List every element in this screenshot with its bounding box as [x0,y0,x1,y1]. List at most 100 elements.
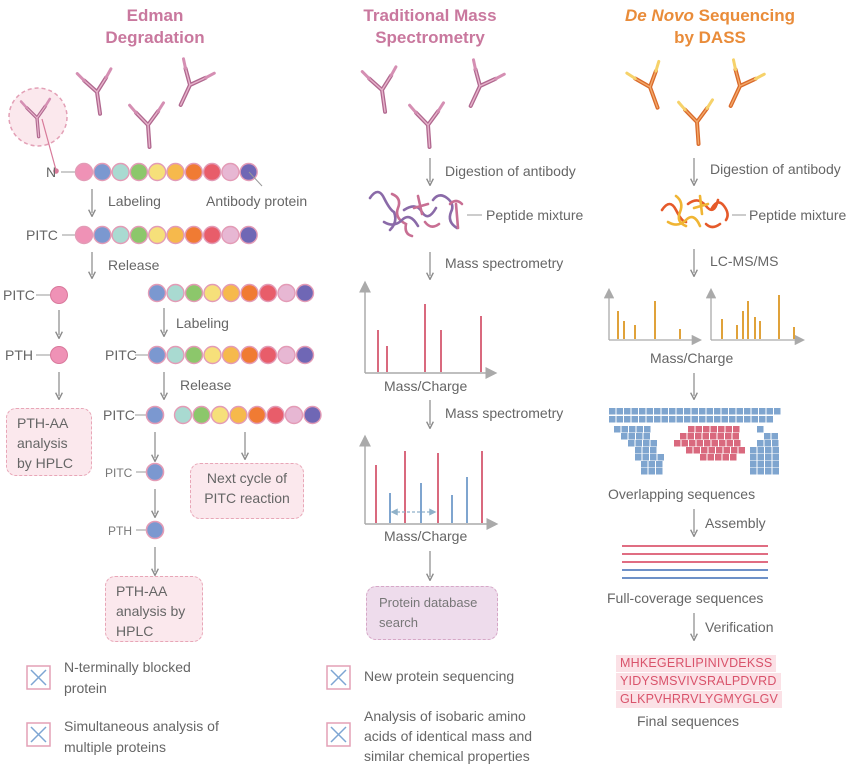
final-sequence-2: YIDYSMSVIVSRALPDVRD [616,673,781,690]
sequence-block [757,454,764,461]
sequence-block [686,447,693,454]
sequence-block [732,433,739,440]
tms-xlabel-1: Mass/Charge [384,378,468,394]
edman-title-line1: Edman [126,6,184,25]
sequence-block [721,416,728,423]
sequence-block [648,461,655,468]
sequence-block [648,468,655,475]
amino-acid-bead [239,225,258,245]
tms-title-line2: Spectrometry [375,28,485,47]
amino-acid-chain-4 [147,345,315,365]
sequence-block [684,408,691,415]
sequence-block [624,416,631,423]
edman-title: Edman Degradation [70,5,240,49]
spectrum-peak [481,451,483,523]
sequence-block [725,426,732,433]
sequence-block [766,408,773,415]
sequence-block [700,454,707,461]
tms-title: Traditional Mass Spectrometry [330,5,530,49]
limitation-tms-2-line1: Analysis of isobaric amino [364,708,526,724]
sequence-block [772,440,779,447]
sequence-block [723,447,730,454]
spectrum-peak [721,319,723,339]
sequence-block [757,426,764,433]
protein-db-box: Protein database search [366,586,498,640]
sequence-block [736,408,743,415]
dass-title-rest: Sequencing [693,6,796,25]
sequence-block [641,461,648,468]
amino-acid-chain-2 [74,225,258,245]
pitc-label-1: PITC [26,227,58,243]
sequence-block [772,468,779,475]
sequence-block [757,447,764,454]
amino-acid-bead [221,225,240,245]
sequence-block [771,433,778,440]
amino-acid-bead [173,405,193,425]
sequence-block [646,416,653,423]
sequence-block [707,454,714,461]
sequence-block [706,416,713,423]
spectrum-peak [736,325,738,339]
sequence-block [669,408,676,415]
sequence-block [681,440,688,447]
pitc-label-4: PITC [105,466,133,480]
full-coverage-label: Full-coverage sequences [607,590,764,606]
dass-title: De Novo Sequencing by DASS [590,5,830,49]
sequence-block [636,433,643,440]
sequence-block [693,447,700,454]
sequence-block [642,454,649,461]
sequence-block [765,468,772,475]
hplc-box-left-line1: PTH-AA [17,415,69,431]
sequence-block [765,461,772,468]
sequence-block [704,440,711,447]
spectrum-peak [679,329,681,339]
sequence-block [726,440,733,447]
spectrum-peak [778,295,780,339]
spectrum-peak [424,304,426,372]
amino-acid-bead [284,405,304,425]
sequence-block [643,440,650,447]
overlapping-label: Overlapping sequences [608,486,756,502]
amino-acid-bead [147,225,167,245]
sequence-block [772,447,779,454]
pitc-label-2: PITC [105,347,137,363]
spectrum-peak [386,346,388,372]
sequence-block [750,461,757,468]
hplc-box-bottom: PTH-AA analysis by HPLC [105,576,203,642]
sequence-block [669,416,676,423]
release-label-2: Release [180,377,232,393]
sequence-block [751,416,758,423]
sequence-block [628,433,635,440]
sequence-block [684,416,691,423]
limitation-edman-2: Simultaneous analysis of multiple protei… [64,716,219,758]
spectrum-peak [440,330,442,372]
sequence-block [744,408,751,415]
tms-peptide-mixture [368,190,464,238]
hplc-box-bottom-line2: analysis by [116,603,186,619]
amino-acid-bead [129,162,149,182]
sequence-block [639,408,646,415]
amino-acid-bead [240,345,259,365]
amino-acid-bead [303,405,322,425]
limitation-tms-2-line3: similar chemical properties [364,748,530,764]
limitation-tms-1-line1: New protein sequencing [364,668,515,684]
limitation-edman-1-line2: protein [64,680,107,696]
spectrum-peak [375,465,377,523]
sequence-block [729,408,736,415]
sequence-block [736,416,743,423]
amino-acid-bead [184,345,204,365]
amino-acid-bead [192,405,211,425]
limitation-edman-2-line1: Simultaneous analysis of [64,718,219,734]
antibody-protein-label: Antibody protein [206,193,308,209]
amino-acid-chain-3 [147,283,315,303]
spectrum-peak [389,493,391,523]
sequence-block [715,454,722,461]
sequence-block [757,461,764,468]
spectrum-peak [437,453,439,523]
sequence-block [642,447,649,454]
spectrum-peak [654,301,656,339]
sequence-block [644,426,651,433]
tms-xlabel-2: Mass/Charge [384,528,468,544]
sequence-block [688,426,695,433]
